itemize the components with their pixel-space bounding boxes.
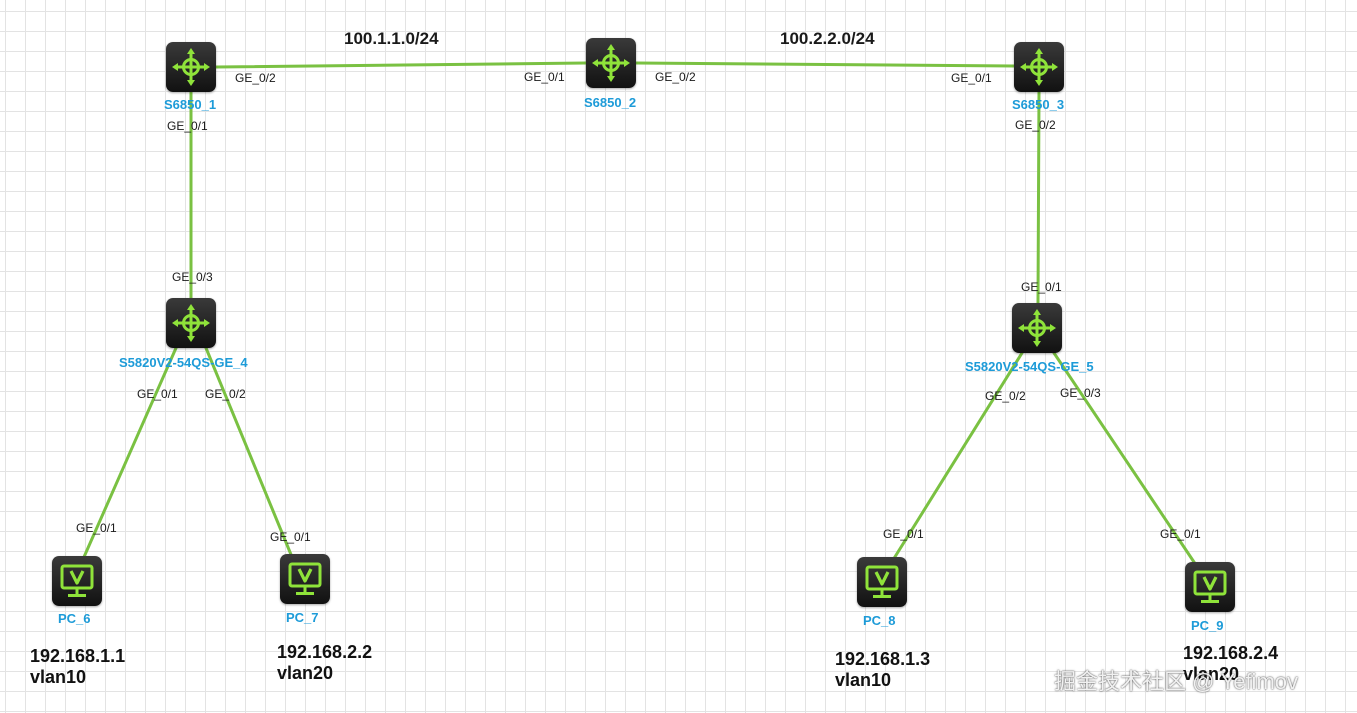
device-pc-8[interactable] — [857, 557, 907, 607]
link-s5820-5-to-pc9 — [1052, 351, 1198, 567]
router-icon — [172, 304, 210, 342]
device-pc-9[interactable] — [1185, 562, 1235, 612]
port-label: GE_0/2 — [235, 71, 276, 85]
router-icon — [1020, 48, 1058, 86]
port-label: GE_0/2 — [1015, 118, 1056, 132]
pc6-vlan: vlan10 — [30, 667, 87, 687]
device-label-s5820v2-5: S5820V2-54QS-GE_5 — [965, 359, 1094, 374]
monitor-icon — [865, 565, 899, 598]
port-label: GE_0/3 — [1060, 386, 1101, 400]
device-label-pc-7: PC_7 — [286, 610, 319, 625]
device-pc-6[interactable] — [52, 556, 102, 606]
port-label: GE_0/2 — [985, 389, 1026, 403]
port-label: GE_0/1 — [167, 119, 208, 133]
pc7-ip: 192.168.2.2 — [277, 642, 373, 662]
device-pc-7[interactable] — [280, 554, 330, 604]
link-s6850-3-to-s5820-5 — [1036, 90, 1041, 305]
port-label: GE_0/3 — [172, 270, 213, 284]
monitor-icon — [288, 562, 322, 595]
device-label-s6850-1: S6850_1 — [164, 97, 217, 112]
device-label-pc-8: PC_8 — [863, 613, 896, 628]
monitor-icon — [1193, 570, 1227, 603]
pc8-vlan: vlan10 — [835, 670, 892, 690]
port-label: GE_0/1 — [76, 521, 117, 535]
port-label: GE_0/2 — [655, 70, 696, 84]
device-s5820v2-5[interactable] — [1012, 303, 1062, 353]
link-s5820-5-to-pc8 — [891, 351, 1024, 562]
link-s5820-4-to-pc6 — [82, 346, 178, 559]
device-label-pc-6: PC_6 — [58, 611, 91, 626]
port-label: GE_0/1 — [1160, 527, 1201, 541]
port-label: GE_0/2 — [205, 387, 246, 401]
port-label: GE_0/1 — [137, 387, 178, 401]
pc6-info: 192.168.1.1 vlan10 — [30, 646, 125, 688]
link-s6850-1-to-s6850-2 — [214, 61, 588, 69]
router-icon — [592, 44, 630, 82]
pc6-ip: 192.168.1.1 — [30, 646, 126, 666]
port-label: GE_0/1 — [1021, 280, 1062, 294]
watermark-text: 掘金技术社区 @ Yefimov — [1054, 669, 1299, 694]
pc9-info: 192.168.2.4 vlan20 — [1183, 643, 1278, 685]
device-label-pc-9: PC_9 — [1191, 618, 1224, 633]
device-s6850-3[interactable] — [1014, 42, 1064, 92]
pc8-ip: 192.168.1.3 — [835, 649, 931, 669]
port-label: GE_0/1 — [883, 527, 924, 541]
network-label-100-2-2: 100.2.2.0/24 — [780, 29, 875, 48]
link-s5820-4-to-pc7 — [204, 346, 294, 559]
port-label: GE_0/1 — [270, 530, 311, 544]
port-label: GE_0/1 — [951, 71, 992, 85]
port-label: GE_0/1 — [524, 70, 565, 84]
link-s6850-2-to-s6850-3 — [634, 61, 1016, 68]
device-label-s6850-3: S6850_3 — [1012, 97, 1065, 112]
router-icon — [172, 48, 210, 86]
monitor-icon — [60, 564, 94, 597]
pc8-info: 192.168.1.3 vlan10 — [835, 649, 930, 691]
pc7-vlan: vlan20 — [277, 663, 334, 683]
network-label-100-1-1: 100.1.1.0/24 — [344, 29, 439, 48]
device-s6850-2[interactable] — [586, 38, 636, 88]
device-s5820v2-4[interactable] — [166, 298, 216, 348]
pc9-vlan: vlan20 — [1183, 664, 1240, 684]
router-icon — [1018, 309, 1056, 347]
pc9-ip: 192.168.2.4 — [1183, 643, 1279, 663]
device-label-s6850-2: S6850_2 — [584, 95, 637, 110]
pc7-info: 192.168.2.2 vlan20 — [277, 642, 372, 684]
device-s6850-1[interactable] — [166, 42, 216, 92]
device-label-s5820v2-4: S5820V2-54QS-GE_4 — [119, 355, 248, 370]
